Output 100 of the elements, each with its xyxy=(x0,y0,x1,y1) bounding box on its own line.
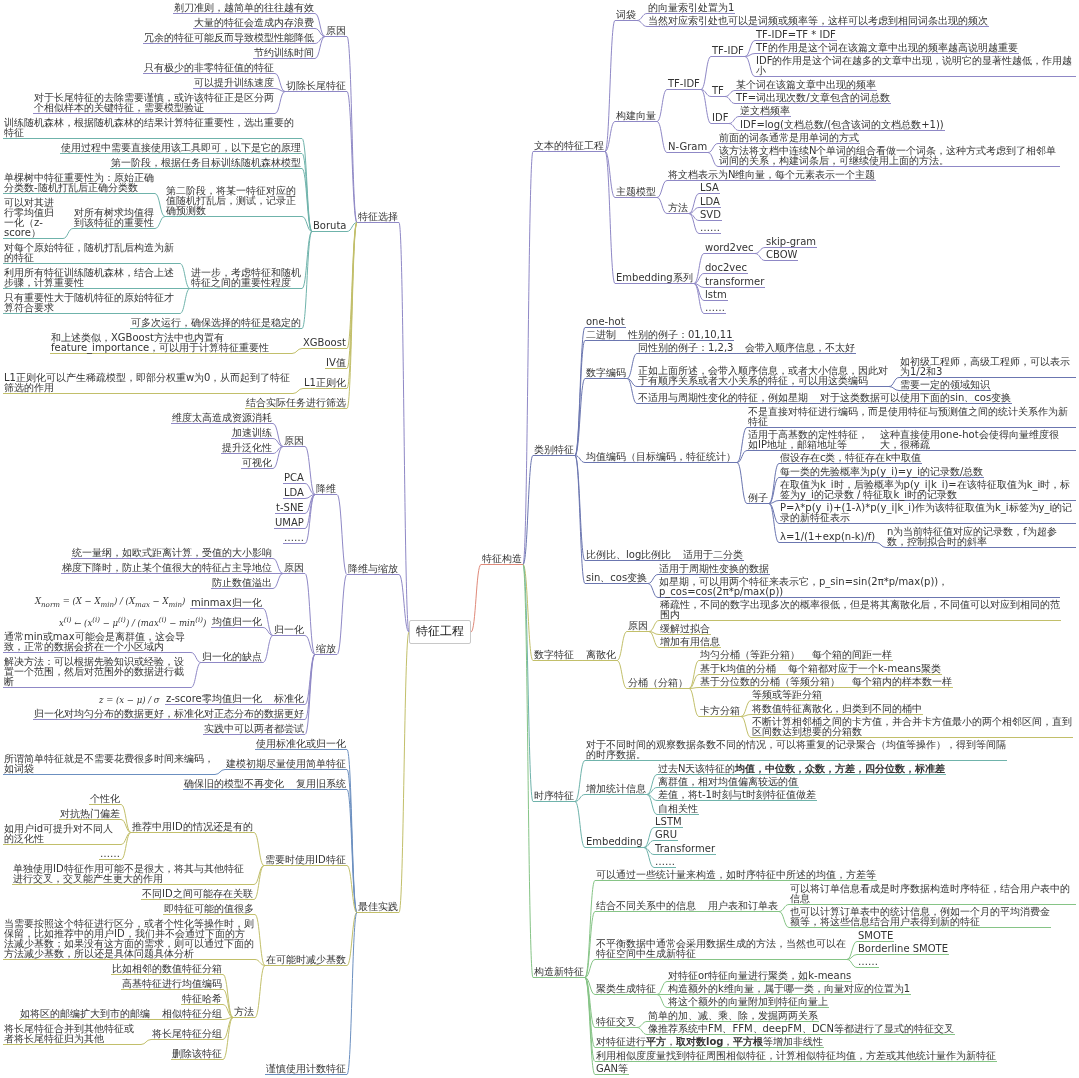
branch-line xyxy=(120,832,132,845)
topic-label: 使用标准化或归一化 xyxy=(255,739,347,750)
branch-line xyxy=(304,483,316,495)
topic-label: 差值，将t-1时刻与t时刻特征值做差 xyxy=(657,790,817,802)
topic-label: TF=词出现次数/文章包含的词总数 xyxy=(735,93,891,105)
branch-line xyxy=(222,974,234,1018)
topic-label: 聚类生成特征 xyxy=(595,983,657,995)
topic-label: 像推荐系统中FM、FFM、deepFM、DCN等都进行了显式的特征交叉 xyxy=(647,1023,956,1035)
topic-label: 将数值特征离散化，归类到不同的桶中 xyxy=(751,703,923,715)
branch-line xyxy=(688,207,700,214)
topic-label: 对所有树求均值得到该特征的重要性 xyxy=(73,208,155,229)
topic-label: 维度太高造成资源消耗 xyxy=(171,413,273,424)
topic-label: IDF的作用是这个词在越多的文章中出现，说明它的显著性越低，作用越小 xyxy=(755,56,1076,78)
branch-line xyxy=(291,348,303,354)
topic-label: 增加有用信息 xyxy=(659,636,721,648)
branch-line xyxy=(776,674,788,675)
topic-label: 将长尾特征分组 xyxy=(151,1029,223,1040)
branch-line xyxy=(314,36,326,44)
branch-line xyxy=(768,500,780,504)
topic-label: 大量的特征会造成内存浪费 xyxy=(193,18,315,29)
branch-line xyxy=(522,564,534,661)
topic-label: 逆文档频率 xyxy=(739,106,791,118)
topic-label: skip-gram xyxy=(765,236,818,248)
branch-line xyxy=(768,503,780,524)
branch-line xyxy=(778,911,790,928)
topic-label: 离散化 xyxy=(585,649,617,661)
topic-label: 建模初期尽量使用简单特征 xyxy=(225,759,347,770)
branch-line xyxy=(253,865,265,900)
topic-label: 可以提升训练速度 xyxy=(193,78,275,89)
topic-label: …… xyxy=(857,957,879,969)
topic-label: 高基特征进行均值编码 xyxy=(121,979,223,990)
topic-label: IV值 xyxy=(325,358,347,369)
topic-label: 结合实际任务进行筛选 xyxy=(245,398,347,409)
topic-label: 对抗热门偏差 xyxy=(59,809,121,820)
topic-label: 降维 xyxy=(315,484,337,496)
branch-line xyxy=(274,91,286,114)
branch-line xyxy=(648,631,660,648)
branch-line xyxy=(584,959,596,978)
formula: z = (x − μ) / σ xyxy=(99,695,160,706)
topic-label: 当需要按照这个特征进行区分，或者个性化等操作时，则保留，比如推荐中的用户ID，我们并不会通过下面的方法减少基数；如果没有这方面的需求，则可以通过下面的方法减少基数，所以还是具体问题具体分析 xyxy=(3,919,255,960)
topic-label: 分桶（分箱） xyxy=(627,678,689,690)
topic-label: 不同ID之间可能存在关联 xyxy=(141,889,254,900)
branch-line xyxy=(584,977,596,1028)
branch-line xyxy=(736,427,748,463)
topic-label: 方法 xyxy=(667,203,689,215)
topic-label: TF-IDF=TF * IDF xyxy=(755,29,837,41)
topic-label: …… xyxy=(704,303,726,315)
branch-line xyxy=(154,193,166,217)
topic-label: 结合不同关系中的信息 xyxy=(595,900,697,912)
branch-line xyxy=(253,865,265,885)
branch-line xyxy=(522,564,534,802)
topic-label: 归一化的缺点 xyxy=(201,652,263,663)
branch-line xyxy=(346,222,358,232)
branch-line xyxy=(522,151,534,565)
topic-label: 对于不同时间的观察数据条数不同的情况，可以将重复的记录聚合（均值等操作），得到等间隔的时序数据。 xyxy=(585,740,1007,762)
branch-line xyxy=(304,494,316,499)
topic-label: 统一量纲，如欧式距离计算，受值的大小影响 xyxy=(71,548,273,559)
branch-line xyxy=(707,152,719,167)
topic-label: 可多次运行，确保选择的特征是稳定的 xyxy=(130,318,302,329)
topic-label: 单独使用ID特征作用可能不是很大，将其与其他特征进行交叉，交叉能产生更大的作用 xyxy=(12,864,254,885)
topic-label: SMOTE xyxy=(857,930,895,942)
topic-label: 只有极少的非零特征值的特征 xyxy=(143,63,275,74)
topic-label: 增加统计信息 xyxy=(585,783,647,795)
topic-label: UMAP xyxy=(274,518,305,529)
branch-line xyxy=(222,1017,234,1060)
branch-line xyxy=(646,794,658,801)
topic-label: 该方法将文档中连续N个单词的组合看做一个词条，这种方式考虑到了相邻单词间的关系，构建词条后，可继续使用上面的方法。 xyxy=(718,146,1060,168)
branch-line xyxy=(693,273,705,284)
branch-line xyxy=(301,168,313,232)
topic-label: 个性化 xyxy=(89,794,121,805)
topic-label: word2vec xyxy=(704,243,755,255)
topic-label: SVD xyxy=(699,209,722,221)
topic-label: GRU xyxy=(654,830,679,842)
topic-label: 词袋 xyxy=(615,9,637,21)
topic-label: 适用于二分类 xyxy=(682,550,744,562)
topic-label: 最佳实践 xyxy=(357,901,399,913)
topic-label: …… xyxy=(654,857,676,869)
branch-line xyxy=(648,620,660,632)
topic-label: sin、cos变换 xyxy=(585,572,649,584)
branch-line xyxy=(304,494,316,544)
topic-label: 如用户id可提升对不同人的泛化性 xyxy=(3,824,121,845)
branch-line xyxy=(222,1017,234,1020)
topic-label: 构造新特征 xyxy=(533,967,585,979)
topic-label: LDA xyxy=(283,488,305,499)
topic-label: 特征选择 xyxy=(357,211,399,223)
branch-line xyxy=(724,96,736,104)
formula: x$^{(i)}$ ← (x$^{(i)}$ − μ$^{(i)}$) / (max$^{(i)}$ − min$^{(i)}$) xyxy=(59,616,207,628)
branch-line xyxy=(304,494,316,529)
topic-label: 构建向量 xyxy=(615,110,657,122)
topic-label: 等频或等距分箱 xyxy=(751,690,823,702)
branch-line xyxy=(522,455,534,565)
branch-line xyxy=(179,288,191,289)
branch-line xyxy=(304,635,316,655)
branch-line xyxy=(262,627,274,636)
topic-label: 主题模型 xyxy=(615,186,657,198)
topic-label: …… xyxy=(99,849,121,860)
branch-line xyxy=(636,1021,648,1028)
topic-label: 离群值，相对均值偏离较远的值 xyxy=(657,777,799,789)
branch-line xyxy=(304,654,316,705)
branch-line xyxy=(646,794,658,815)
